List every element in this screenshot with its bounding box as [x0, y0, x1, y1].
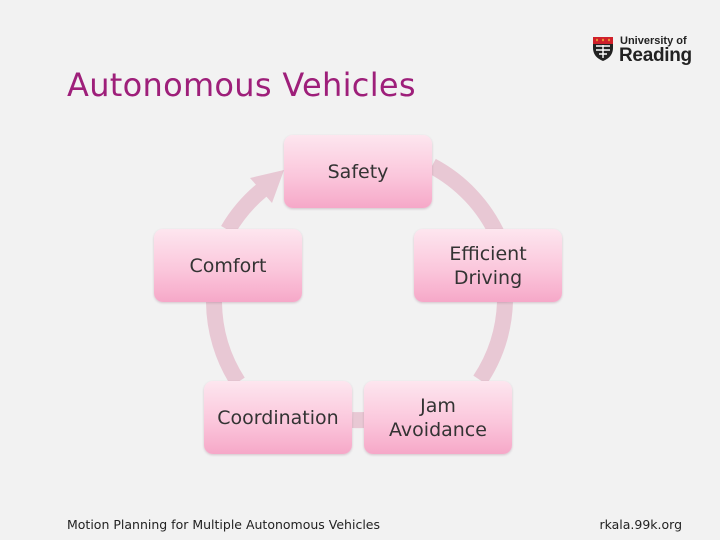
university-crest-icon — [593, 37, 613, 61]
node-label: Coordination — [217, 406, 339, 429]
footer-presentation-title: Motion Planning for Multiple Autonomous … — [67, 517, 380, 532]
slide-title: Autonomous Vehicles — [67, 66, 416, 104]
footer-website: rkala.99k.org — [599, 517, 682, 532]
node-label: Comfort — [189, 254, 267, 277]
cycle-node-efficient-driving: Efficient Driving — [414, 229, 562, 302]
logo-line-1: University of — [620, 35, 687, 47]
node-label: Safety — [327, 160, 389, 183]
cycle-node-coordination: Coordination — [204, 381, 352, 454]
node-label: Efficient Driving — [449, 242, 527, 289]
arc-comfort-to-safety — [221, 183, 268, 235]
cycle-node-safety: Safety — [284, 135, 432, 208]
cycle-node-comfort: Comfort — [154, 229, 302, 302]
arc-safety-to-efficient — [428, 158, 506, 240]
arrowhead-to-safety — [250, 170, 284, 203]
logo-line-2: Reading — [619, 45, 692, 66]
cycle-node-jam-avoidance: Jam Avoidance — [364, 381, 512, 454]
arc-coordination-to-comfort — [206, 301, 245, 387]
arc-efficient-to-jam — [473, 301, 513, 385]
node-label: Jam Avoidance — [389, 394, 487, 441]
university-logo: University of Reading — [592, 34, 692, 66]
